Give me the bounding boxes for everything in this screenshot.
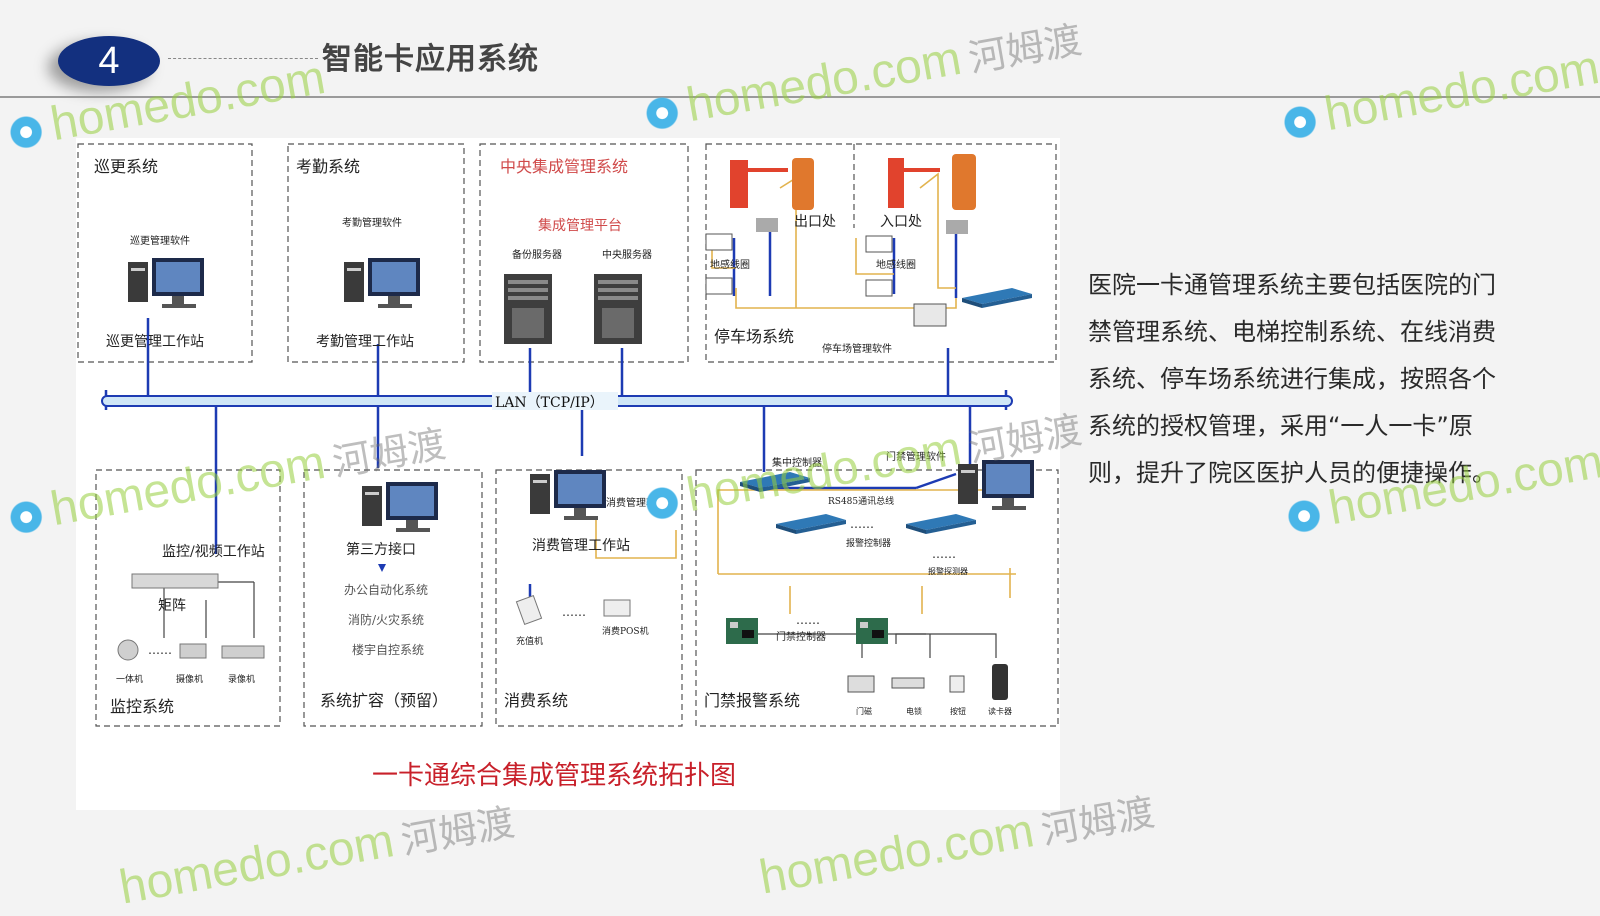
- attendance-panel: [287, 143, 465, 363]
- consume-pc-icon: [530, 470, 606, 520]
- description-text: 医院一卡通管理系统主要包括医院的门禁管理系统、电梯控制系统、在线消费系统、停车场…: [1088, 271, 1496, 487]
- watermark-flower-icon: [1274, 96, 1326, 148]
- slide-number-badge: 4: [58, 36, 160, 86]
- exit-barrier-icon: [730, 160, 748, 208]
- central-controller-label: 集中控制器: [772, 456, 822, 469]
- topology-svg: LAN（TCP/IP） 巡更系统 巡更管理软件 巡更管理工作站 考勤系统 考勤管…: [77, 143, 1059, 791]
- door-controller-2-icon: [856, 618, 888, 644]
- access-panel: [695, 469, 1059, 727]
- parking-panel: [705, 143, 1057, 363]
- expansion-item-bas: 楼宇自控系统: [352, 642, 424, 657]
- entry-ticket-machine-icon: [952, 154, 976, 210]
- slide-title: 智能卡应用系统: [322, 42, 539, 77]
- central-server-icon: [594, 274, 642, 344]
- dev-button-label: 按钮: [950, 706, 966, 716]
- lan-label: LAN（TCP/IP）: [495, 395, 604, 411]
- parking-switch-icon: [962, 288, 1032, 308]
- recorder-label: 录像机: [228, 673, 255, 685]
- access-dots: ……: [796, 613, 820, 627]
- consume-dots: ……: [562, 605, 586, 619]
- electric-lock-icon: [891, 677, 925, 689]
- matrix-icon: [131, 573, 219, 589]
- parking-pc-icon: [913, 303, 947, 327]
- attendance-title: 考勤系统: [296, 157, 360, 176]
- pos-label: 消费POS机: [602, 625, 649, 637]
- access-pc-icon: [958, 460, 1034, 510]
- alarm-controller-1-icon: [776, 514, 846, 534]
- expansion-item-fire: 消防/火灾系统: [348, 612, 424, 627]
- entry-loop-label: 地感线圈: [876, 258, 916, 271]
- svg-text:……: ……: [932, 547, 956, 561]
- backup-server-label: 备份服务器: [512, 248, 562, 261]
- dev-lock-label: 电锁: [906, 706, 922, 716]
- patrol-panel: [77, 143, 253, 363]
- cam2-label: 摄像机: [176, 673, 203, 685]
- monitor-dots: ……: [148, 643, 172, 657]
- alarm-controller-2-icon: [906, 514, 976, 534]
- watermark-flower-icon: [0, 106, 52, 158]
- expansion-pc-icon: [362, 482, 438, 532]
- exit-camera-icon: [756, 218, 778, 232]
- attendance-software: 考勤管理软件: [342, 216, 402, 229]
- entry-label: 入口处: [880, 214, 922, 230]
- camera-icon: [179, 643, 207, 659]
- expansion-title: 系统扩容（预留）: [320, 691, 448, 710]
- central-title: 中央集成管理系统: [500, 157, 628, 176]
- alarm-controller-label: 报警控制器: [846, 537, 891, 549]
- charger-label: 充值机: [516, 635, 543, 647]
- exit-loop-label: 地感线圈: [710, 258, 750, 271]
- exit-label: 出口处: [794, 214, 836, 230]
- door-magnet-icon: [847, 675, 875, 693]
- monitor-title: 监控系统: [110, 697, 174, 716]
- recorder-icon: [221, 645, 265, 659]
- rs485-label: RS485通讯总线: [828, 495, 894, 507]
- door-controller-label: 门禁控制器: [776, 630, 826, 643]
- cam1-label: 一体机: [116, 673, 143, 685]
- exit-button-icon: [949, 675, 965, 693]
- pos-icon: [603, 599, 631, 617]
- central-platform: 集成管理平台: [538, 217, 622, 234]
- consume-software: 消费管理软件: [606, 496, 666, 509]
- dev-reader-label: 读卡器: [988, 706, 1012, 716]
- expansion-item-oa: 办公自动化系统: [344, 582, 428, 597]
- central-panel: [479, 143, 689, 363]
- watermark: homedo.com河姆渡: [635, 9, 1085, 142]
- backup-server-icon: [504, 274, 552, 344]
- door-controller-1-icon: [726, 618, 758, 644]
- consume-title: 消费系统: [504, 691, 568, 710]
- watermark-flower-icon: [0, 491, 52, 543]
- entry-barrier-icon: [888, 158, 904, 208]
- attendance-station: 考勤管理工作站: [316, 334, 414, 350]
- entry-camera-icon: [946, 220, 968, 234]
- exit-ticket-machine-icon: [792, 158, 814, 210]
- consume-station: 消费管理工作站: [532, 538, 630, 554]
- dev-magnet-label: 门磁: [856, 706, 872, 716]
- dome-camera-icon: [117, 639, 139, 661]
- parking-title: 停车场系统: [714, 327, 794, 346]
- monitor-station: 监控/视频工作站: [162, 544, 265, 560]
- matrix-label: 矩阵: [158, 598, 186, 614]
- title-divider: [168, 58, 318, 59]
- third-party-interface: 第三方接口: [346, 541, 416, 558]
- parking-software: 停车场管理软件: [822, 342, 892, 355]
- card-reader-icon: [992, 664, 1008, 700]
- header-rule: [0, 96, 1600, 98]
- patrol-software: 巡更管理软件: [130, 234, 190, 247]
- monitor-panel: [95, 469, 281, 727]
- alarm-probe-label: 报警探测器: [928, 566, 968, 576]
- expansion-panel: [303, 469, 483, 727]
- access-software-label: 门禁管理软件: [886, 450, 946, 463]
- diagram-caption: 一卡通综合集成管理系统拓扑图: [372, 761, 736, 791]
- svg-text:……: ……: [850, 517, 874, 531]
- patrol-station: 巡更管理工作站: [106, 334, 204, 350]
- access-title: 门禁报警系统: [704, 691, 800, 710]
- topology-diagram: LAN（TCP/IP） 巡更系统 巡更管理软件 巡更管理工作站 考勤系统 考勤管…: [76, 138, 1060, 810]
- patrol-pc-icon: [128, 258, 204, 308]
- central-server-label: 中央服务器: [602, 248, 652, 261]
- attendance-pc-icon: [344, 258, 420, 308]
- patrol-title: 巡更系统: [94, 157, 158, 176]
- charger-icon: [515, 595, 543, 625]
- watermark-flower-icon: [1278, 490, 1330, 542]
